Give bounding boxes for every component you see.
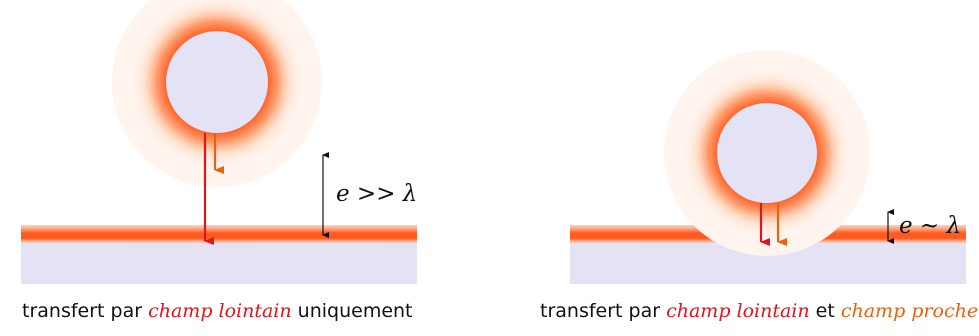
right-distance-label: e ~ λ (899, 213, 961, 239)
left-caption-suffix: uniquement (291, 300, 413, 322)
left-caption-prefix: transfert par (22, 300, 149, 322)
left-panel: e >> λ (21, 0, 417, 284)
left-distance-label: e >> λ (336, 181, 417, 207)
right-sphere (717, 103, 817, 203)
left-slab-surface (21, 225, 417, 243)
right-caption-near-field: champ proche (840, 300, 979, 322)
right-caption-middle: et (809, 300, 841, 322)
left-sphere (166, 31, 268, 133)
right-caption: transfert par champ lointain et champ pr… (540, 300, 978, 322)
right-panel: e ~ λ (570, 50, 966, 284)
right-caption-far-field: champ lointain (666, 300, 810, 322)
left-caption: transfert par champ lointain uniquement (22, 300, 413, 322)
left-caption-far-field: champ lointain (148, 300, 292, 322)
right-caption-prefix: transfert par (540, 300, 667, 322)
left-slab (21, 240, 417, 284)
